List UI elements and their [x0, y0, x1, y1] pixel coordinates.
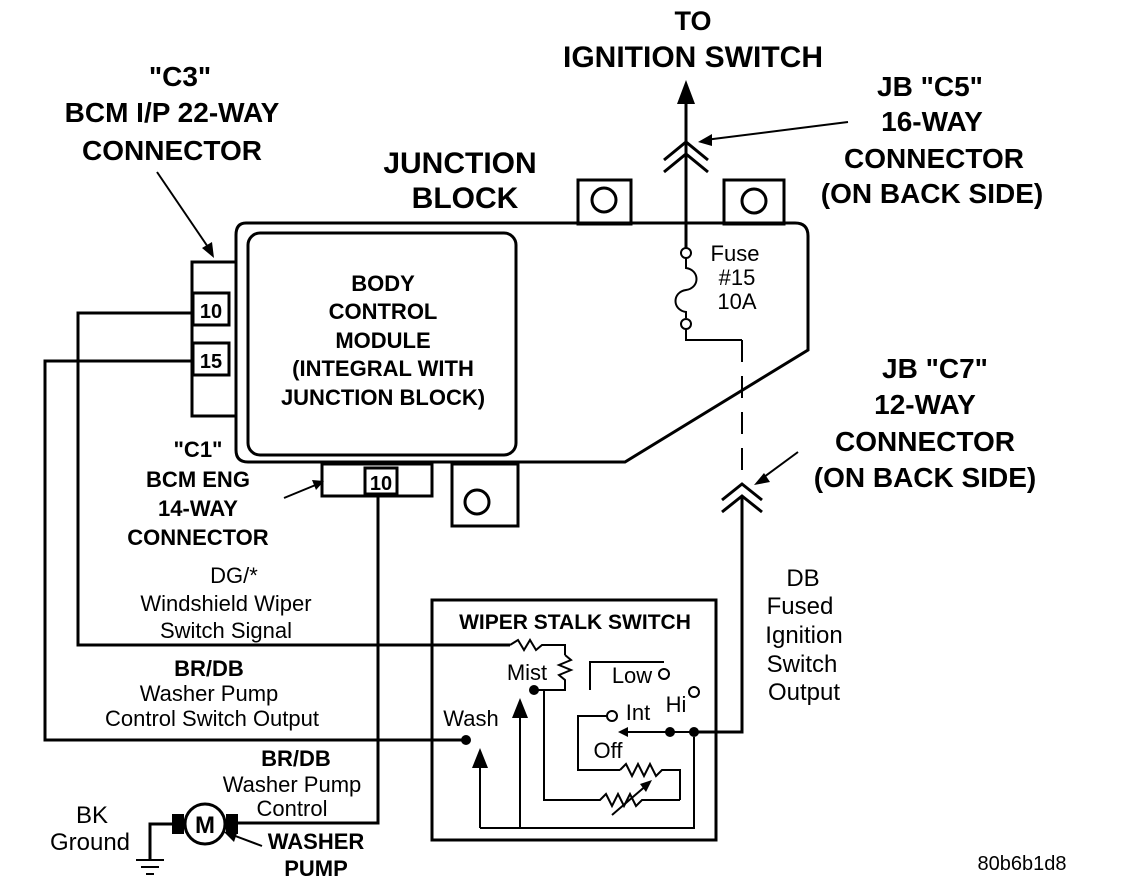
- off-label: Off: [594, 738, 624, 763]
- svg-text:CONNECTOR: CONNECTOR: [82, 135, 262, 166]
- svg-text:16-WAY: 16-WAY: [881, 106, 983, 137]
- svg-text:JUNCTION: JUNCTION: [383, 147, 536, 180]
- svg-text:CONNECTOR: CONNECTOR: [127, 525, 268, 550]
- mount-tab: [450, 462, 520, 528]
- svg-text:12-WAY: 12-WAY: [874, 389, 976, 420]
- hi-label: Hi: [666, 692, 687, 717]
- c7-connector-label: JB "C7" 12-WAY CONNECTOR (ON BACK SIDE): [814, 353, 1036, 493]
- svg-text:JB "C5": JB "C5": [877, 71, 983, 102]
- svg-text:10A: 10A: [717, 289, 756, 314]
- svg-text:CONNECTOR: CONNECTOR: [835, 426, 1015, 457]
- svg-text:Switch Signal: Switch Signal: [160, 618, 292, 643]
- svg-text:Washer Pump: Washer Pump: [140, 681, 279, 706]
- washer-output-wire: [43, 359, 466, 742]
- junction-block-label: JUNCTION BLOCK: [383, 147, 536, 215]
- junction-block: BODY CONTROL MODULE (INTEGRAL WITH JUNCT…: [234, 178, 810, 528]
- svg-text:BR/DB: BR/DB: [261, 746, 331, 771]
- svg-text:Fuse: Fuse: [711, 241, 760, 266]
- mount-hole: [740, 187, 768, 215]
- svg-text:BCM ENG: BCM ENG: [146, 467, 250, 492]
- svg-text:TO: TO: [674, 6, 711, 36]
- svg-text:CONNECTOR: CONNECTOR: [844, 143, 1024, 174]
- bcm-label: JUNCTION BLOCK): [281, 385, 485, 410]
- svg-text:#15: #15: [719, 265, 756, 290]
- svg-text:Windshield Wiper: Windshield Wiper: [140, 591, 311, 616]
- c3-connector-label: "C3" BCM I/P 22-WAY CONNECTOR: [65, 61, 280, 166]
- svg-text:15: 15: [200, 351, 222, 373]
- svg-text:M: M: [195, 812, 215, 839]
- svg-text:Output: Output: [768, 679, 840, 706]
- svg-text:PUMP: PUMP: [284, 856, 348, 881]
- wiper-signal-wire-label: DG/* Windshield Wiper Switch Signal: [140, 563, 311, 643]
- svg-text:DB: DB: [786, 565, 819, 592]
- low-label: Low: [612, 663, 652, 688]
- c3-connector: 10 15: [190, 260, 238, 418]
- svg-text:DG/*: DG/*: [210, 563, 258, 588]
- washer-control-wire: [236, 494, 380, 825]
- svg-text:Ignition: Ignition: [765, 622, 842, 649]
- svg-text:Ground: Ground: [50, 829, 130, 856]
- wiper-signal-wire: [76, 311, 510, 647]
- wiper-stalk-switch: WIPER STALK SWITCH Mist Low Hi Int Off W…: [430, 598, 718, 842]
- bcm-label: MODULE: [335, 328, 430, 353]
- mount-hole: [590, 186, 618, 214]
- bcm-label: (INTEGRAL WITH: [292, 356, 474, 381]
- svg-text:10: 10: [370, 473, 392, 495]
- svg-text:14-WAY: 14-WAY: [158, 496, 238, 521]
- fuse-output-wire: [685, 329, 742, 341]
- svg-text:BK: BK: [76, 802, 108, 829]
- svg-text:(ON BACK SIDE): (ON BACK SIDE): [821, 178, 1043, 209]
- washer-pump: M: [136, 802, 263, 875]
- c3-pin-10: [191, 291, 231, 327]
- c1-pin-10: [363, 466, 399, 496]
- svg-text:"C3": "C3": [149, 61, 211, 92]
- ground-label: BK Ground: [50, 802, 130, 856]
- svg-text:JB "C7": JB "C7": [882, 353, 988, 384]
- c1-connector-label: "C1" BCM ENG 14-WAY CONNECTOR: [127, 437, 268, 550]
- figure-code: 80b6b1d8: [978, 853, 1067, 875]
- ignition-arrow-icon: [677, 80, 695, 104]
- mount-hole: [463, 488, 491, 516]
- fused-ignition-wire-label: DB Fused Ignition Switch Output: [765, 565, 842, 706]
- svg-text:Washer Pump: Washer Pump: [223, 772, 362, 797]
- svg-text:Fused: Fused: [767, 593, 834, 620]
- svg-text:BLOCK: BLOCK: [412, 182, 519, 215]
- ground-icon: [136, 859, 164, 875]
- svg-text:"C1": "C1": [174, 437, 223, 462]
- junction-block-outline: [234, 221, 810, 464]
- svg-text:Control Switch Output: Control Switch Output: [105, 706, 319, 731]
- mist-label: Mist: [507, 660, 547, 685]
- svg-text:10: 10: [200, 301, 222, 323]
- bcm-label: CONTROL: [329, 299, 438, 324]
- int-label: Int: [626, 700, 650, 725]
- svg-text:IGNITION SWITCH: IGNITION SWITCH: [563, 41, 823, 74]
- mount-tab: [722, 178, 786, 226]
- fuse-15: Fuse #15 10A: [674, 241, 760, 330]
- fused-ignition-wire: [694, 498, 744, 734]
- washer-output-wire-label: BR/DB Washer Pump Control Switch Output: [105, 656, 319, 731]
- svg-text:WIPER STALK SWITCH: WIPER STALK SWITCH: [459, 611, 691, 634]
- motor-icon: [183, 802, 227, 846]
- to-ignition-switch-label: TO IGNITION SWITCH: [563, 6, 823, 74]
- bcm-label: BODY: [351, 271, 415, 296]
- svg-text:Switch: Switch: [767, 651, 838, 678]
- svg-text:BCM I/P 22-WAY: BCM I/P 22-WAY: [65, 97, 280, 128]
- c3-pin-15: [191, 341, 231, 377]
- bcm-module: [246, 231, 518, 457]
- svg-text:BR/DB: BR/DB: [174, 656, 244, 681]
- c1-connector: 10: [320, 462, 434, 498]
- washer-pump-label: WASHER PUMP: [268, 829, 365, 881]
- svg-text:(ON BACK SIDE): (ON BACK SIDE): [814, 462, 1036, 493]
- wash-label: Wash: [443, 706, 498, 731]
- svg-text:WASHER: WASHER: [268, 829, 365, 854]
- ground-wire: [148, 822, 172, 860]
- leader-arrows: [156, 121, 849, 499]
- c5-connector-chevron-icon: [663, 140, 709, 174]
- washer-control-wire-label: BR/DB Washer Pump Control: [223, 746, 362, 821]
- c5-connector-label: JB "C5" 16-WAY CONNECTOR (ON BACK SIDE): [821, 71, 1043, 209]
- c7-connector-chevron-icon: [721, 482, 763, 514]
- svg-text:Control: Control: [257, 796, 328, 821]
